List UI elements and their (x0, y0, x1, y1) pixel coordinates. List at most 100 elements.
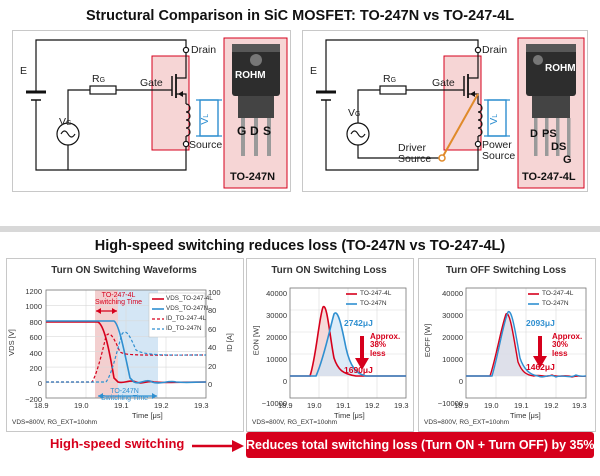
left-label-rg: RG (92, 73, 106, 85)
right-label-driver-source: Driver Source (398, 142, 432, 166)
structural-title: Structural Comparison in SiC MOSFET: TO-… (85, 8, 515, 24)
off-xtick: 18.9 (454, 401, 469, 410)
on-xtick: 19.0 (307, 401, 322, 410)
wf-ytick: 0 (37, 379, 42, 389)
off-ytick: 10000 (442, 355, 463, 364)
turn-off-title: Turn OFF Switching Loss (445, 265, 567, 276)
wf-xtick: 19.2 (154, 401, 169, 410)
wf-legend-item: ID_TO-247-4L (166, 315, 207, 322)
on-ytick: −10000 (261, 399, 287, 408)
turn-off-chart (465, 287, 587, 399)
section-divider (0, 226, 600, 232)
off-ytick: 20000 (442, 333, 463, 342)
switching-title: High-speed switching reduces loss (TO-24… (94, 238, 506, 254)
wf-ylabel-right: ID [A] (224, 333, 234, 352)
on-ytick: 20000 (266, 333, 287, 342)
wf-ytick-right: 0 (208, 380, 213, 390)
waveforms-title: Turn ON Switching Waveforms (51, 265, 197, 276)
left-label-vg: VG (59, 116, 72, 128)
left-circuit-diagram (26, 37, 288, 189)
left-label-e: E (20, 65, 28, 77)
wf-yticks-left: 1200 1000 800 600 400 200 0 −200 (8, 284, 42, 407)
bottom-arrow (192, 440, 244, 452)
off-ytick: −10000 (437, 399, 463, 408)
bottom-result-banner: Reduces total switching loss (Turn ON + … (246, 432, 595, 458)
on-xtick: 19.3 (394, 401, 409, 410)
wf-ytick: 400 (29, 348, 42, 358)
on-ylabel: EON [W] (251, 325, 261, 356)
wf-ylabel-left: VDS [V] (6, 329, 16, 356)
off-yticks: 40000 30000 20000 10000 0 −10000 (421, 283, 463, 415)
on-legend-4l: TO-247-4L (360, 290, 392, 297)
wf-ytick-right: 100 (208, 288, 221, 297)
on-value-4l: 1690μJ (344, 365, 373, 375)
left-pin-2: S (263, 124, 272, 138)
on-ytick: 0 (282, 377, 287, 386)
off-ytick: 40000 (442, 289, 463, 298)
right-circuit-diagram (316, 37, 585, 189)
off-legend-n: TO-247N (542, 300, 569, 307)
wf-yticks-right: 100 80 60 40 20 0 (208, 284, 228, 394)
wf-legend-item: ID_TO-247N (166, 325, 202, 332)
left-label-gate: Gate (140, 77, 163, 89)
right-pin-0: D (530, 128, 538, 140)
wf-condition: VDS=800V, RG_EXT=10ohm (12, 419, 98, 426)
on-ytick: 30000 (266, 311, 287, 320)
right-pin-3: G (563, 154, 572, 166)
right-pin-1: PS (542, 128, 557, 140)
wf-xtick: 19.0 (74, 401, 89, 410)
left-package-name: TO-247N (230, 171, 276, 183)
right-brand: ROHM (545, 63, 576, 74)
on-legend-n: TO-247N (360, 300, 387, 307)
wf-ytick-right: 80 (208, 306, 217, 316)
off-ytick: 0 (458, 377, 463, 386)
on-condition: VDS=800V, RG_EXT=10ohm (252, 419, 338, 426)
wf-ytick: 200 (29, 364, 42, 374)
wf-ytick: 1200 (25, 287, 42, 296)
on-reduction: Approx. 38% less (370, 332, 401, 358)
left-label-vl: VL (199, 113, 212, 125)
left-pin-1: D (250, 124, 259, 138)
off-ytick: 30000 (442, 311, 463, 320)
left-brand: ROHM (235, 70, 266, 81)
off-xlabel: Time [μs] (510, 411, 541, 420)
off-xtick: 19.1 (514, 401, 529, 410)
wf-legend-item: VDS_TO-247-4L (166, 295, 213, 302)
right-label-e: E (310, 65, 318, 77)
right-label-vg: VG (348, 107, 361, 119)
right-label-drain: Drain (482, 44, 508, 56)
off-xtick: 19.0 (484, 401, 499, 410)
wf-xtick: 19.3 (194, 401, 209, 410)
wf-annot-4l: TO-247-4L Switching Time (95, 292, 143, 307)
right-pin-2: DS (551, 141, 567, 153)
off-condition: VDS=800V, RG_EXT=10ohm (424, 419, 510, 426)
on-ytick: 10000 (266, 355, 287, 364)
wf-legend-item: VDS_TO-247N (166, 305, 209, 312)
off-xtick: 19.2 (544, 401, 559, 410)
wf-legend: VDS_TO-247-4L VDS_TO-247N ID_TO-247-4L I… (166, 294, 213, 334)
waveforms-chart (45, 289, 207, 399)
right-label-gate: Gate (432, 77, 455, 89)
off-legend-4l: TO-247-4L (542, 290, 574, 297)
off-reduction: Approx. 30% less (552, 332, 583, 358)
right-label-vl: VL (488, 113, 501, 125)
on-xtick: 18.9 (278, 401, 293, 410)
right-package-name: TO-247-4L (522, 171, 576, 183)
off-ylabel: EOFF [W] (423, 323, 433, 358)
wf-ytick-right: 40 (208, 343, 217, 353)
wf-ytick: 1000 (25, 302, 42, 312)
on-xtick: 19.1 (336, 401, 351, 410)
on-yticks: 40000 30000 20000 10000 0 −10000 (249, 283, 287, 415)
on-xtick: 19.2 (365, 401, 380, 410)
wf-ytick: 800 (29, 317, 42, 327)
left-pin-0: G (237, 124, 247, 138)
wf-xtick: 19.1 (114, 401, 129, 410)
off-value-n: 2093μJ (526, 318, 555, 328)
on-value-n: 2742μJ (344, 318, 373, 328)
left-label-source: Source (189, 139, 223, 151)
wf-ytick: 600 (29, 333, 42, 343)
right-label-rg: RG (383, 73, 397, 85)
turn-on-chart (289, 287, 407, 399)
bottom-left-label: High-speed switching (50, 436, 185, 451)
wf-ytick-right: 20 (208, 361, 217, 371)
